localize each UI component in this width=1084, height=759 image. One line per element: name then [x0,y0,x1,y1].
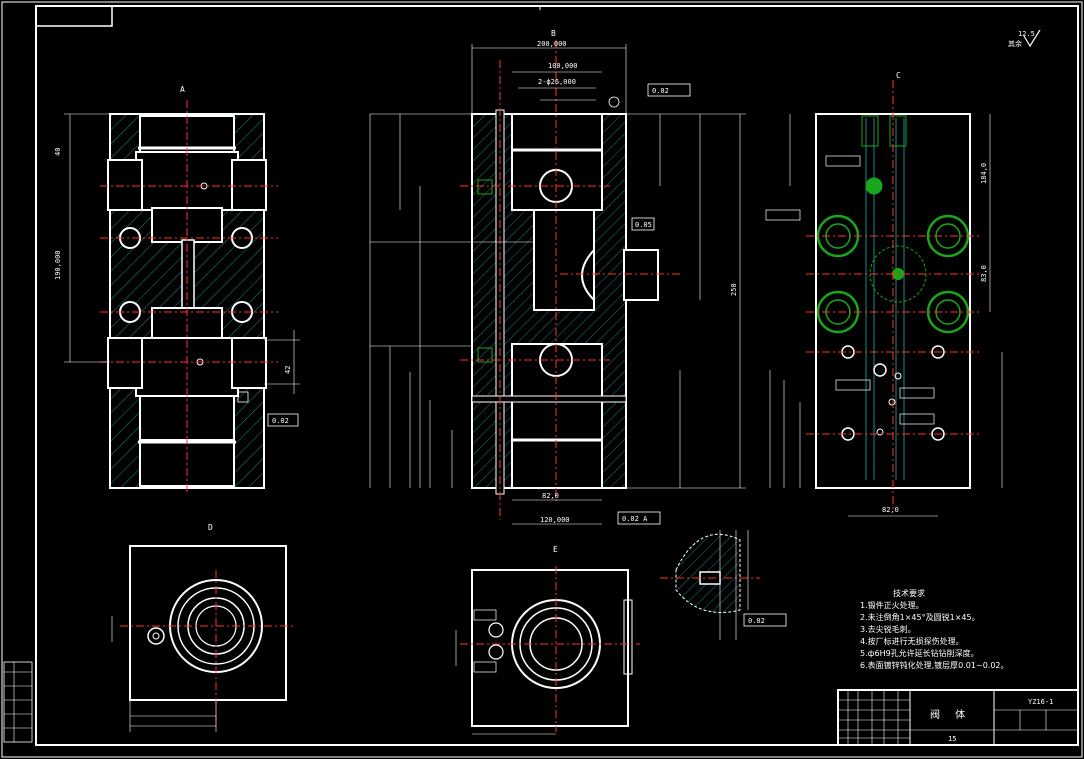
svg-text:0.02: 0.02 [272,417,289,425]
svg-text:D: D [208,523,213,532]
svg-text:82,0: 82,0 [542,492,559,500]
svg-text:83,0: 83,0 [980,265,988,282]
lower-center-view: E [455,545,640,735]
center-section-view: B 200,000 100,000 2-ф26,000 0.02 [369,29,746,525]
svg-text:42: 42 [284,366,292,374]
svg-text:2-ф26,000: 2-ф26,000 [538,78,576,86]
title-block: 阀 体 YZ16-1 15 [837,689,1079,746]
right-plan-view: C 184,0 83,0 [765,71,1003,517]
svg-text:C: C [896,71,901,80]
roughness-symbol: 12.5 其余 [1008,29,1041,48]
svg-text:A: A [180,85,185,94]
svg-text:200,000: 200,000 [537,40,567,48]
lower-left-view: D [111,523,296,732]
svg-text:100,000: 100,000 [548,62,578,70]
svg-text:0.02: 0.02 [652,87,669,95]
svg-text:0.05: 0.05 [635,221,652,229]
drawing-number: YZ16-1 [1028,698,1053,706]
svg-text:184,0: 184,0 [980,163,988,184]
tech-item-6: 6.表面镀锌钝化处理,镀层厚0.01~0.02。 [860,660,1009,670]
svg-text:E: E [553,545,558,554]
tech-heading: 技术要求 [893,588,925,598]
svg-text:0.02 A: 0.02 A [622,515,648,523]
tech-item-4: 4.按厂标进行无损探伤处理。 [860,636,964,646]
part-name: 阀 体 [930,708,971,721]
sheet-count: 15 [948,735,956,743]
left-section-view: A 40 190,000 [54,85,300,494]
svg-text:0.02: 0.02 [748,617,765,625]
svg-text:82,0: 82,0 [882,506,899,514]
svg-text:120,000: 120,000 [540,516,570,524]
technical-requirements: 技术要求 1.锻件正火处理。 2.未注倒角1×45°及圆锐1×45。 3.去尖锐… [860,588,1009,670]
svg-text:190,000: 190,000 [54,250,62,280]
svg-text:250: 250 [730,283,738,296]
tech-item-1: 1.锻件正火处理。 [860,600,924,610]
tech-item-5: 5.ф6H9孔允许延长钻钻削深度。 [860,648,979,658]
tech-item-2: 2.未注倒角1×45°及圆锐1×45。 [860,612,980,622]
tech-item-3: 3.去尖锐毛刺。 [860,624,916,634]
detail-view: 0.02 [660,530,787,640]
svg-text:40: 40 [54,148,62,156]
svg-text:其余: 其余 [1008,39,1022,48]
svg-text:B: B [551,29,556,38]
svg-text:12.5: 12.5 [1018,30,1035,38]
